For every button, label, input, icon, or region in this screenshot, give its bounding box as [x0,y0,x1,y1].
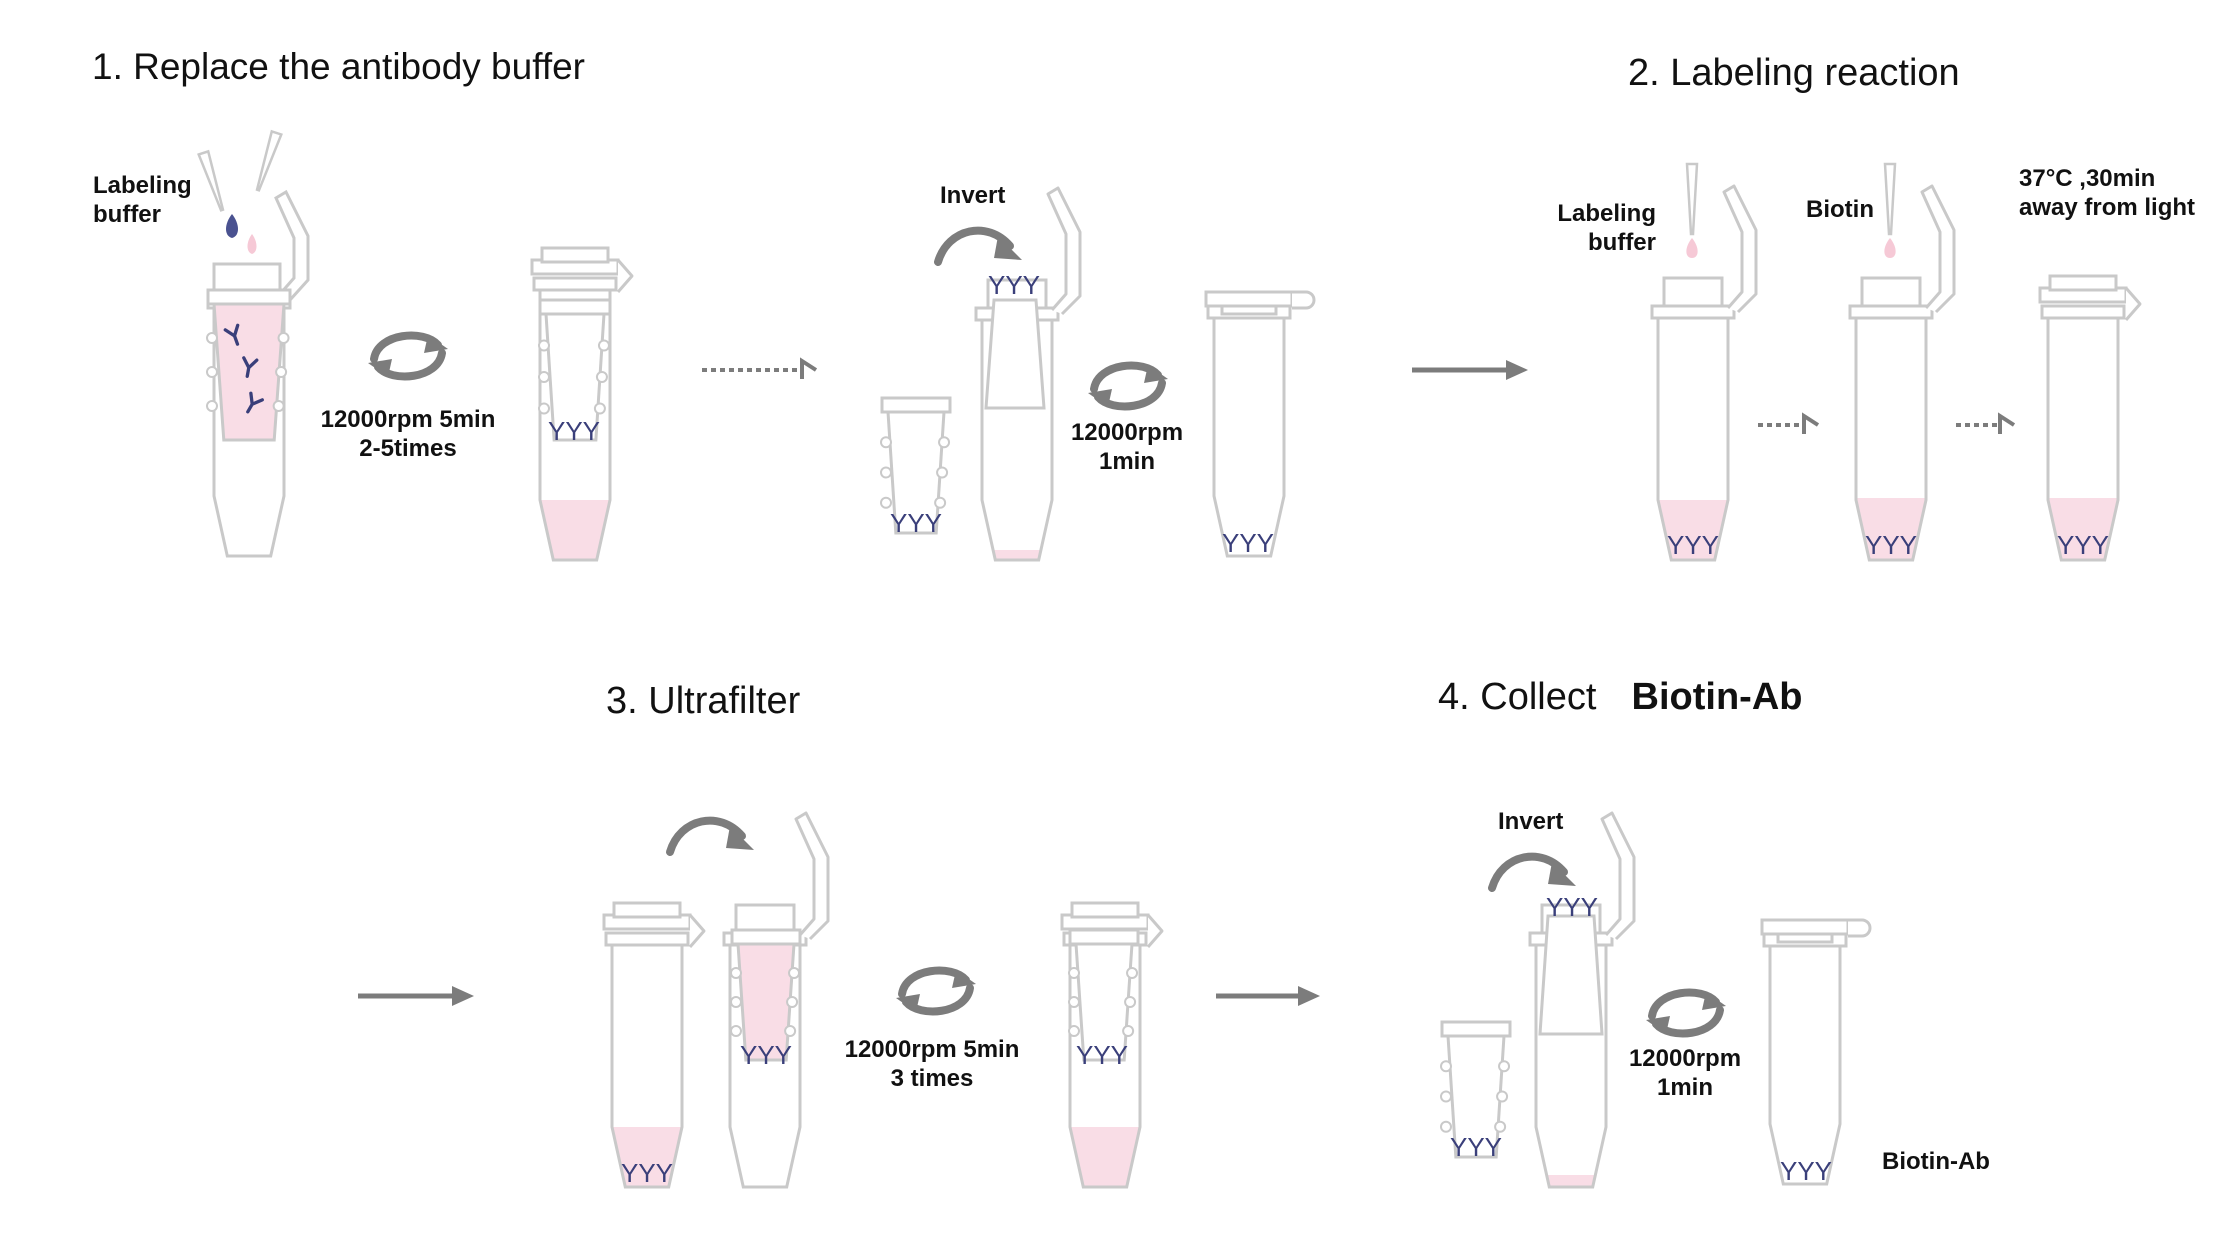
antibody-icon: YYY [1865,530,1917,560]
step4-heading-product: Biotin-Ab [1631,676,1803,718]
centrifuge-tube [602,901,706,1189]
antibody-icon: YYY [1667,530,1719,560]
filter-insert [1440,1020,1512,1159]
svg-text:YYY: YYY [2057,530,2109,560]
flow-arrow [358,986,474,1006]
antibody-icon: YYY [1222,528,1274,558]
flow-arrow-dotted [1758,412,1820,434]
step4-heading-prefix: 4. Collect [1438,676,1597,718]
svg-text:YYY: YYY [1546,892,1598,922]
svg-text:YYY: YYY [988,270,1040,300]
spin-label-1: 12000rpm 5min 2-5times [320,406,496,462]
labeling-buffer-label-1: Labeling buffer [93,172,192,228]
step2-group: YYY YYY YYY [1650,162,2142,562]
centrifuge-rotation-icon [1646,988,1726,1038]
centrifuge-tube [1848,184,1956,562]
spin-label-4: 12000rpm 1min [1628,1045,1742,1101]
svg-text:YYY: YYY [740,1040,792,1070]
step4-heading: 4. Collect Biotin-Ab [1438,676,1802,719]
antibody-icon: YYY [548,416,600,446]
svg-text:YYY: YYY [1780,1156,1832,1186]
antibody-icon [242,356,259,378]
invert-arrow-icon [1488,852,1576,892]
centrifuge-tube [2038,274,2142,562]
pipette-tip-icon [255,129,283,192]
svg-text:YYY: YYY [890,508,942,538]
step2-heading: 2. Labeling reaction [1628,52,1960,94]
step1-heading: 1. Replace the antibody buffer [92,46,585,87]
droplet-icon [226,214,257,254]
step3-heading: 3. Ultrafilter [606,680,801,722]
spin-label-3: 12000rpm 5min 3 times [844,1036,1020,1092]
svg-text:YYY: YYY [1222,528,1274,558]
svg-text:YYY: YYY [1076,1040,1128,1070]
filter-insert [1068,928,1140,1062]
antibody-icon: YYY [890,508,942,538]
invert-arrow-icon [666,816,754,856]
antibody-icon: YYY [621,1158,673,1188]
antibody-icon: YYY [1450,1132,1502,1162]
centrifuge-rotation-icon [896,966,976,1016]
step1-group: YYY YYY YYY YYY [197,129,1528,562]
spin-label-2: 12000rpm 1min [1070,419,1184,475]
filter-insert [538,298,612,442]
antibody-icon [246,391,264,414]
centrifuge-tube [1204,290,1316,558]
centrifuge-tube [1060,901,1164,1189]
incubation-label: 37°C ,30min away from light [2019,165,2196,221]
biotin-label: Biotin [1806,196,1874,223]
flow-arrow-dotted [1956,412,2016,434]
pipette-tip-icon [1883,162,1897,236]
antibody-icon: YYY [740,1040,792,1070]
pipette-tip-icon [197,149,225,212]
filter-insert [206,288,292,442]
svg-text:YYY: YYY [548,416,600,446]
flow-arrow [1216,986,1320,1006]
centrifuge-rotation-icon [368,331,448,381]
centrifuge-tube [1650,184,1758,562]
centrifuge-rotation-icon [1088,361,1168,411]
pipette-tip-icon [1685,162,1699,236]
filter-insert [730,928,802,1062]
invert-label-1: Invert [940,182,1006,209]
centrifuge-tube [1760,918,1872,1186]
antibody-icon: YYY [1076,1040,1128,1070]
step4-group: YYY YYY YYY [1440,811,1872,1189]
step3-group: YYY YYY YYY [358,811,1320,1189]
invert-arrow-icon [934,226,1022,266]
antibody-icon: YYY [2057,530,2109,560]
labeling-buffer-label-2: Labeling buffer [1557,200,1656,256]
droplet-icon [1884,238,1896,258]
svg-text:YYY: YYY [621,1158,673,1188]
svg-text:YYY: YYY [1450,1132,1502,1162]
antibody-icon [223,323,240,346]
svg-text:YYY: YYY [1865,530,1917,560]
flow-arrow-dotted [702,357,818,379]
invert-label-2: Invert [1498,808,1564,835]
product-label: Biotin-Ab [1882,1148,1990,1175]
filter-insert [880,396,952,535]
antibody-icon: YYY [1546,892,1598,922]
centrifuge-tube [530,246,634,562]
svg-text:YYY: YYY [1667,530,1719,560]
flow-arrow [1412,360,1528,380]
antibody-icon: YYY [1780,1156,1832,1186]
droplet-icon [1686,238,1698,258]
antibody-icon: YYY [988,270,1040,300]
